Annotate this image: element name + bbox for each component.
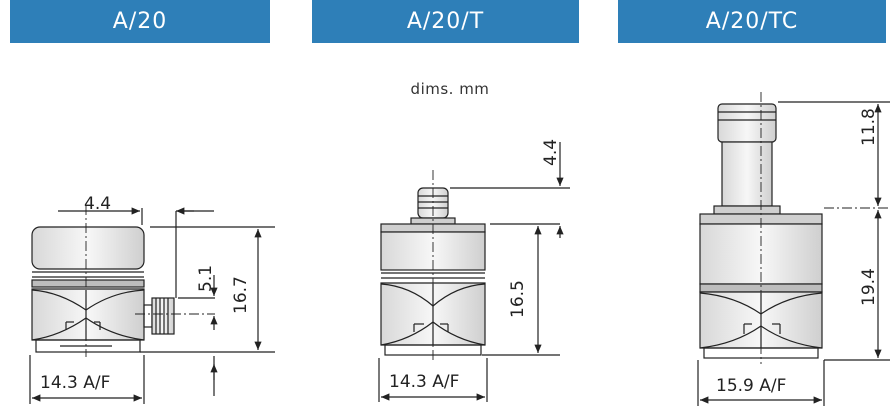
a20t-dim-across-flats: 14.3 A/F: [389, 372, 459, 392]
a20-dim-height: 16.7: [231, 276, 251, 314]
a20t-dim-connector: 4.4: [541, 139, 561, 166]
a20tc-dim-across-flats: 15.9 A/F: [716, 376, 786, 396]
header-a20t: A/20/T: [312, 0, 579, 43]
drawing-a20: [29, 205, 275, 404]
header-a20: A/20: [10, 0, 270, 43]
a20-dim-across-flats: 14.3 A/F: [40, 373, 110, 393]
a20-side-connector: [143, 297, 175, 335]
a20tc-dim-connector: 11.8: [859, 108, 879, 146]
a20-body: [31, 226, 145, 353]
units-note: dims. mm: [410, 80, 490, 98]
a20tc-dim-height: 19.4: [859, 268, 879, 306]
a20tc-top-connector: [713, 103, 781, 215]
drawing-a20t: [378, 142, 570, 402]
drawing-a20tc: [697, 92, 890, 406]
a20t-dim-height: 16.5: [508, 280, 528, 318]
a20-dim-cable-offset: 4.4: [84, 194, 111, 214]
a20-dim-connector: 5.1: [196, 265, 216, 292]
header-a20tc: A/20/TC: [618, 0, 886, 43]
